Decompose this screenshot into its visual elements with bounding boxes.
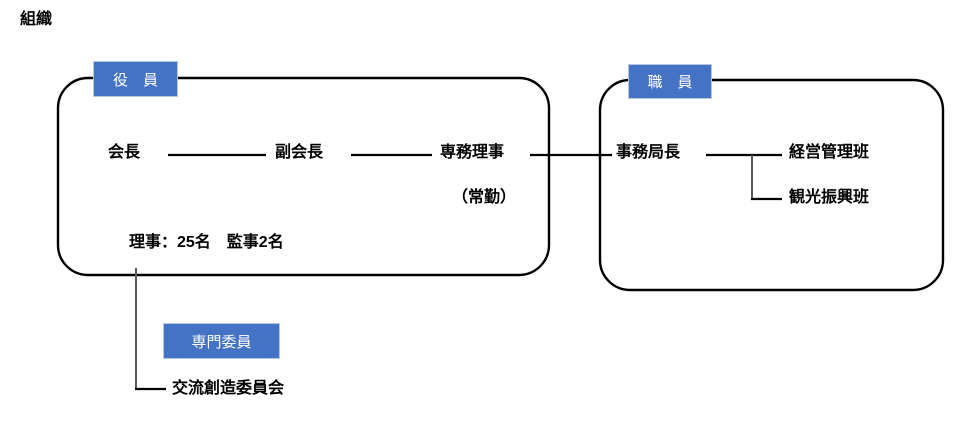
node-exchange-creation-committee: 交流創造委員会 <box>172 380 285 397</box>
node-directors-auditors-count: 理事：25名 監事2名 <box>129 234 284 251</box>
officers-group-box <box>56 76 551 277</box>
node-managing-director: 専務理事 <box>440 144 505 161</box>
node-vice-chairman: 副会長 <box>275 144 324 161</box>
node-chairman: 会長 <box>108 144 141 161</box>
badge-staff: 職 員 <box>628 64 712 99</box>
badge-officers: 役 員 <box>93 61 178 97</box>
node-secretary-general: 事務局長 <box>616 144 681 161</box>
staff-group-box <box>598 78 945 292</box>
badge-special-committee: 専門委員 <box>163 323 280 359</box>
page-title: 組織 <box>20 11 53 28</box>
node-managing-director-note: （常勤） <box>452 189 517 206</box>
node-management-team: 経営管理班 <box>789 144 870 161</box>
node-tourism-promotion-team: 観光振興班 <box>789 189 870 206</box>
